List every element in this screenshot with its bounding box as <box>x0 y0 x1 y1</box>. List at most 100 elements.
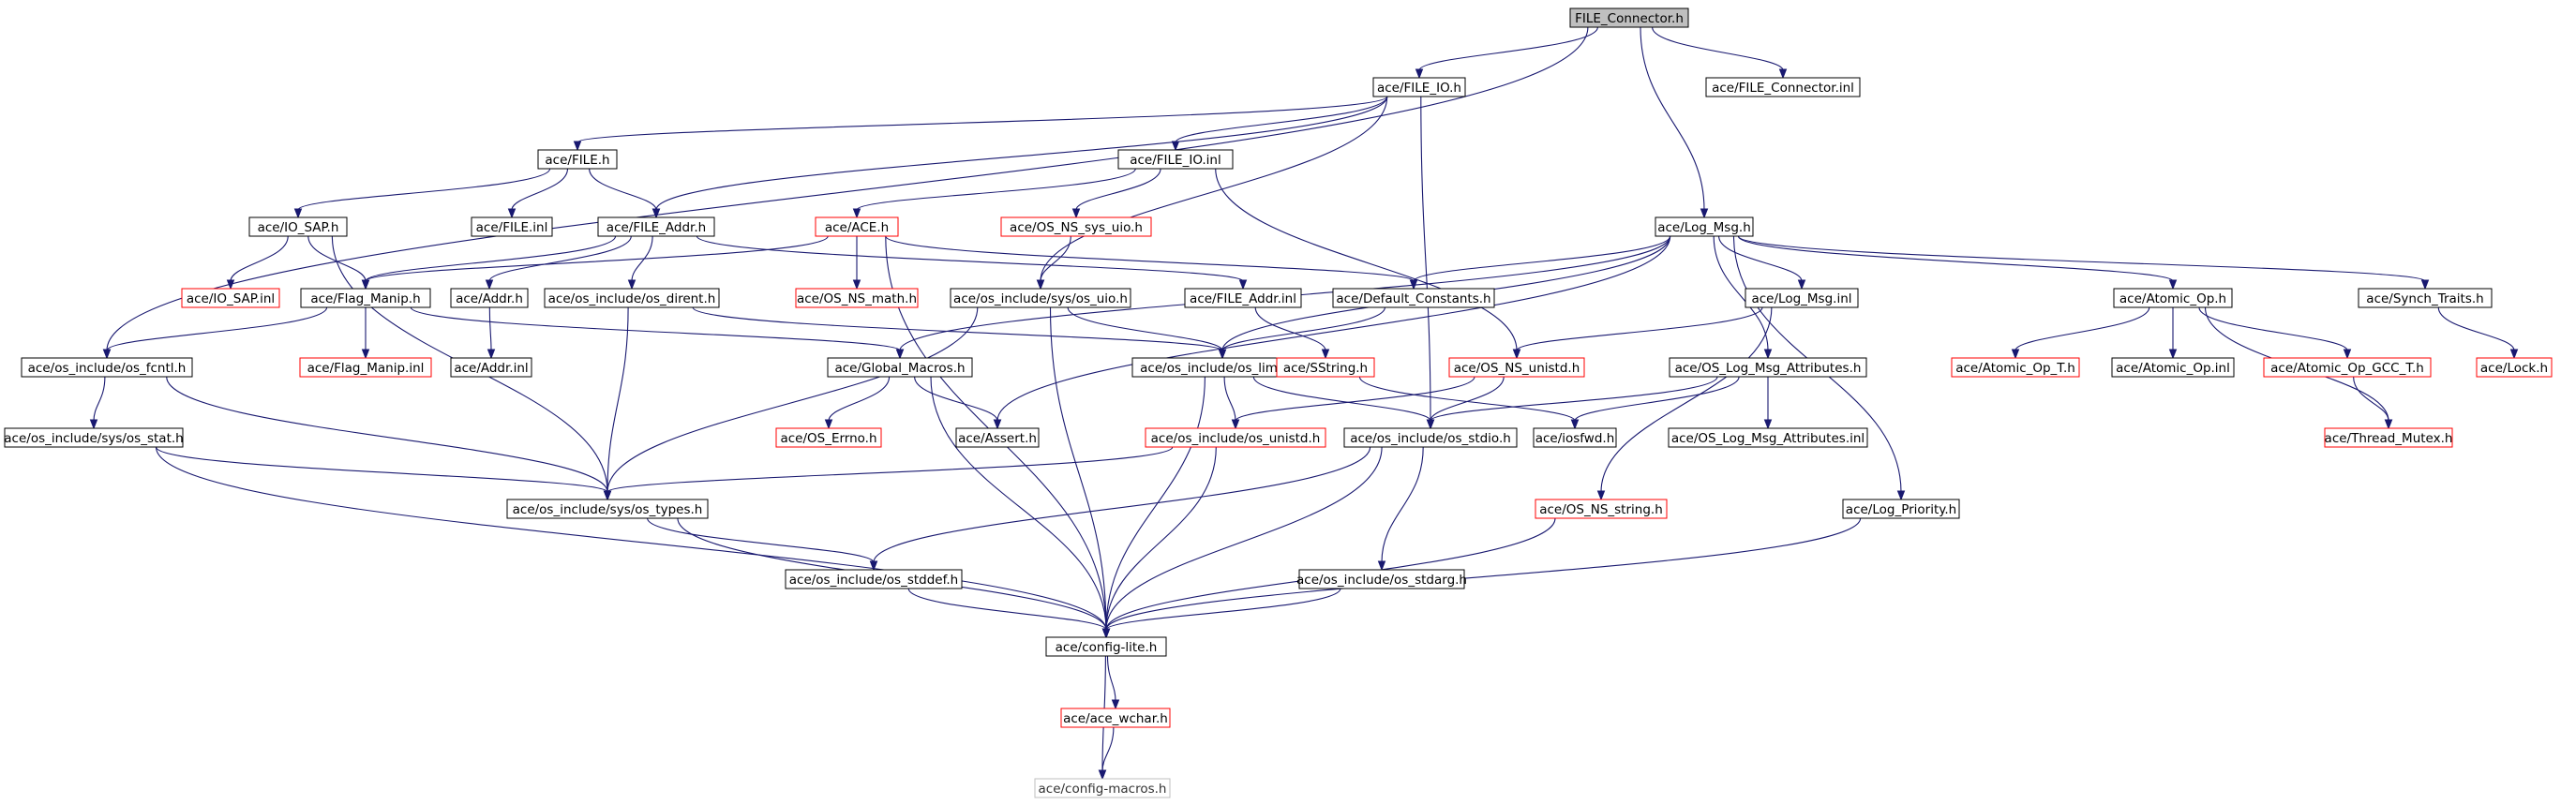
edge-arrowhead <box>1797 279 1806 291</box>
edge-arrowhead <box>487 349 496 360</box>
edge-line <box>1640 26 1705 211</box>
node-os-fcntl-h[interactable]: ace/os_include/os_fcntl.h <box>21 357 193 378</box>
edge-line <box>410 306 901 351</box>
node-box <box>2358 288 2493 308</box>
edge-line <box>607 306 629 493</box>
edge-line <box>1430 376 1505 422</box>
dependency-edge <box>1763 376 1773 430</box>
node-os-log-msg-attributes-h[interactable]: ace/OS_Log_Msg_Attributes.h <box>1669 357 1867 378</box>
node-addr-h[interactable]: ace/Addr.h <box>450 288 529 308</box>
node-config-lite-h[interactable]: ace/config-lite.h <box>1045 636 1167 657</box>
node-box <box>1000 216 1152 237</box>
node-file-io-h[interactable]: ace/FILE_IO.h <box>1372 77 1466 97</box>
node-file-io-inl[interactable]: ace/FILE_IO.inl <box>1117 149 1234 170</box>
edge-line <box>1254 306 1326 351</box>
node-os-ns-string-h[interactable]: ace/OS_NS_string.h <box>1535 499 1668 519</box>
node-label: ace/ACE.h <box>825 220 889 235</box>
node-os-ns-math-h[interactable]: ace/OS_NS_math.h <box>795 288 919 308</box>
node-label: ace/SString.h <box>1283 361 1368 376</box>
edge-line <box>1067 306 1223 351</box>
edge-line <box>1221 306 1385 351</box>
edge-line <box>1105 588 1341 631</box>
node-file-connector-inl[interactable]: ace/FILE_Connector.inl <box>1705 77 1861 97</box>
edge-line <box>488 235 632 282</box>
edge-line <box>647 517 875 563</box>
node-default-constants-h[interactable]: ace/Default_Constants.h <box>1332 288 1495 308</box>
dependency-edge <box>507 168 569 219</box>
edge-line <box>631 235 653 282</box>
edge-layer <box>89 26 2519 781</box>
edge-arrowhead <box>2343 349 2352 360</box>
node-atomic-op-t-h[interactable]: ace/Atomic_Op_T.h <box>1951 357 2080 378</box>
node-io-sap-h[interactable]: ace/IO_SAP.h <box>248 216 348 237</box>
edge-line <box>1175 96 1388 143</box>
node-sys-os-types-h[interactable]: ace/os_include/sys/os_types.h <box>506 499 709 519</box>
node-os-ns-unistd-h[interactable]: ace/OS_NS_unistd.h <box>1448 357 1585 378</box>
node-file-h[interactable]: ace/FILE.h <box>537 149 618 170</box>
node-log-msg-h[interactable]: ace/Log_Msg.h <box>1655 216 1754 237</box>
node-sys-os-stat-h[interactable]: ace/os_include/sys/os_stat.h <box>4 427 184 448</box>
node-addr-inl[interactable]: ace/Addr.inl <box>450 357 532 378</box>
node-label: ace/os_include/os_stddef.h <box>789 573 958 588</box>
node-ace-wchar-h[interactable]: ace/ace_wchar.h <box>1060 708 1171 728</box>
node-os-ns-sys-uio-h[interactable]: ace/OS_NS_sys_uio.h <box>1000 216 1152 237</box>
node-file-addr-h[interactable]: ace/FILE_Addr.h <box>597 216 715 237</box>
node-config-macros-h[interactable]: ace/config-macros.h <box>1034 778 1171 798</box>
node-log-priority-h[interactable]: ace/Log_Priority.h <box>1842 499 1960 519</box>
node-log-msg-inl[interactable]: ace/Log_Msg.inl <box>1745 288 1859 308</box>
edge-line <box>996 235 1671 422</box>
node-atomic-op-h[interactable]: ace/Atomic_Op.h <box>2113 288 2233 308</box>
dependency-edge <box>1737 235 2430 291</box>
node-ace-h[interactable]: ace/ACE.h <box>815 216 899 237</box>
edge-line <box>1737 235 2426 282</box>
node-flag-manip-h[interactable]: ace/Flag_Manip.h <box>300 288 431 308</box>
node-box <box>1745 288 1859 308</box>
edge-arrowhead <box>1778 68 1788 80</box>
node-file-addr-inl[interactable]: ace/FILE_Addr.inl <box>1184 288 1302 308</box>
edge-line <box>1040 235 1071 282</box>
edge-arrowhead <box>993 419 1002 430</box>
node-label: ace/IO_SAP.inl <box>187 291 275 306</box>
node-label: ace/OS_NS_string.h <box>1539 502 1663 517</box>
node-box <box>1668 427 1868 448</box>
node-label: ace/Atomic_Op.inl <box>2116 361 2230 376</box>
node-io-sap-inl[interactable]: ace/IO_SAP.inl <box>181 288 280 308</box>
edge-arrowhead <box>1098 769 1107 781</box>
node-os-unistd-h[interactable]: ace/os_include/os_unistd.h <box>1145 427 1326 448</box>
node-global-macros-h[interactable]: ace/Global_Macros.h <box>827 357 973 378</box>
node-file-inl[interactable]: ace/FILE.inl <box>471 216 553 237</box>
edge-arrowhead <box>1071 208 1081 219</box>
edge-line <box>1713 235 1769 351</box>
node-label: ace/os_include/os_dirent.h <box>548 291 716 306</box>
node-iosfwd-h[interactable]: ace/iosfwd.h <box>1533 427 1617 448</box>
edge-arrowhead <box>1700 208 1709 219</box>
node-sys-os-uio-h[interactable]: ace/os_include/sys/os_uio.h <box>950 288 1131 308</box>
edge-line <box>1718 235 1803 282</box>
edge-arrowhead <box>895 349 905 360</box>
node-flag-manip-inl[interactable]: ace/Flag_Manip.inl <box>299 357 432 378</box>
node-os-stdio-h[interactable]: ace/os_include/os_stdio.h <box>1343 427 1518 448</box>
node-label: ace/FILE_IO.inl <box>1130 153 1221 168</box>
dependency-edge <box>2011 306 2150 360</box>
node-synch-traits-h[interactable]: ace/Synch_Traits.h <box>2358 288 2493 308</box>
edge-line <box>696 235 1244 282</box>
node-box <box>815 216 899 237</box>
node-os-dirent-h[interactable]: ace/os_include/os_dirent.h <box>544 288 720 308</box>
node-box <box>1145 427 1326 448</box>
node-sstring-h[interactable]: ace/SString.h <box>1276 357 1375 378</box>
edge-line <box>1430 376 1718 422</box>
node-os-stddef-h[interactable]: ace/os_include/os_stddef.h <box>785 569 963 589</box>
node-atomic-op-gcc-t-h[interactable]: ace/Atomic_Op_GCC_T.h <box>2263 357 2432 378</box>
node-os-limits-h[interactable]: ace/os_include/os_limits.h <box>1131 357 1313 378</box>
node-thread-mutex-h[interactable]: ace/Thread_Mutex.h <box>2324 427 2453 448</box>
node-label: ace/os_include/sys/os_types.h <box>513 502 703 517</box>
node-os-errno-h[interactable]: ace/OS_Errno.h <box>775 427 882 448</box>
node-label: ace/Addr.h <box>456 291 523 306</box>
node-assert-h[interactable]: ace/Assert.h <box>955 427 1040 448</box>
node-atomic-op-inl[interactable]: ace/Atomic_Op.inl <box>2111 357 2235 378</box>
dependency-edge <box>1652 26 1788 80</box>
node-os-log-msg-attributes-inl[interactable]: ace/OS_Log_Msg_Attributes.inl <box>1668 427 1868 448</box>
node-lock-h[interactable]: ace/Lock.h <box>2476 357 2553 378</box>
node-os-stdarg-h[interactable]: ace/os_include/os_stdarg.h <box>1296 569 1467 589</box>
